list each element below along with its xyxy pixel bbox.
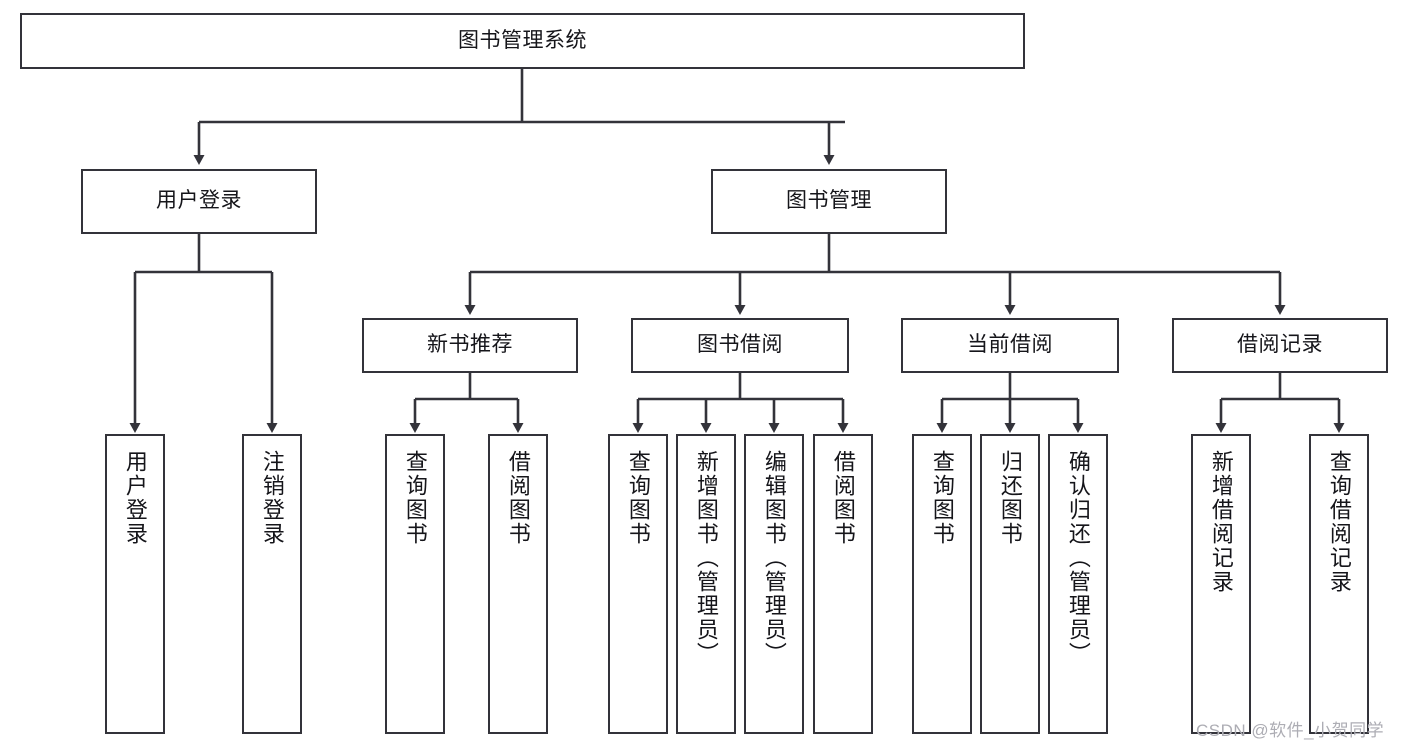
node-leaf-add-record[interactable]: 新增借阅记录: [1191, 434, 1251, 734]
node-leaf-query-book-1-label: 查询图书: [402, 450, 428, 546]
node-leaf-query-book-3-label: 查询图书: [929, 450, 955, 546]
node-borrow-record[interactable]: 借阅记录: [1172, 318, 1388, 373]
node-root-label: 图书管理系统: [458, 28, 587, 52]
node-leaf-user-login-label: 用户登录: [122, 450, 148, 546]
node-leaf-edit-book[interactable]: 编辑图书（管理员）: [744, 434, 804, 734]
node-leaf-add-book-label: 新增图书（管理员）: [693, 450, 719, 666]
node-leaf-query-book-2[interactable]: 查询图书: [608, 434, 668, 734]
node-leaf-return-book[interactable]: 归还图书: [980, 434, 1040, 734]
node-leaf-borrow-book-2-label: 借阅图书: [830, 450, 856, 546]
node-leaf-query-book-1[interactable]: 查询图书: [385, 434, 445, 734]
node-leaf-borrow-book-1[interactable]: 借阅图书: [488, 434, 548, 734]
node-book-borrow-label: 图书借阅: [697, 333, 783, 357]
node-current-borrow-label: 当前借阅: [967, 333, 1053, 357]
node-borrow-record-label: 借阅记录: [1237, 333, 1323, 357]
node-current-borrow[interactable]: 当前借阅: [901, 318, 1119, 373]
node-leaf-user-login[interactable]: 用户登录: [105, 434, 165, 734]
node-leaf-query-record[interactable]: 查询借阅记录: [1309, 434, 1369, 734]
node-leaf-borrow-book-2[interactable]: 借阅图书: [813, 434, 873, 734]
node-book-management[interactable]: 图书管理: [711, 169, 947, 234]
node-user-login-label: 用户登录: [156, 189, 242, 213]
node-leaf-confirm-return[interactable]: 确认归还（管理员）: [1048, 434, 1108, 734]
node-leaf-add-record-label: 新增借阅记录: [1208, 450, 1234, 594]
node-leaf-borrow-book-1-label: 借阅图书: [505, 450, 531, 546]
node-root[interactable]: 图书管理系统: [20, 13, 1025, 69]
node-new-book-recommend[interactable]: 新书推荐: [362, 318, 578, 373]
node-leaf-add-book[interactable]: 新增图书（管理员）: [676, 434, 736, 734]
node-leaf-logout-login[interactable]: 注销登录: [242, 434, 302, 734]
node-new-book-recommend-label: 新书推荐: [427, 333, 513, 357]
node-user-login[interactable]: 用户登录: [81, 169, 317, 234]
node-leaf-query-record-label: 查询借阅记录: [1326, 450, 1352, 594]
node-book-borrow[interactable]: 图书借阅: [631, 318, 849, 373]
node-leaf-confirm-return-label: 确认归还（管理员）: [1065, 450, 1091, 666]
node-leaf-query-book-2-label: 查询图书: [625, 450, 651, 546]
node-leaf-edit-book-label: 编辑图书（管理员）: [761, 450, 787, 666]
csdn-watermark: CSDN @软件_小贺同学: [1196, 721, 1385, 740]
node-leaf-query-book-3[interactable]: 查询图书: [912, 434, 972, 734]
node-leaf-logout-login-label: 注销登录: [259, 450, 285, 546]
node-leaf-return-book-label: 归还图书: [997, 450, 1023, 546]
node-book-management-label: 图书管理: [786, 189, 872, 213]
